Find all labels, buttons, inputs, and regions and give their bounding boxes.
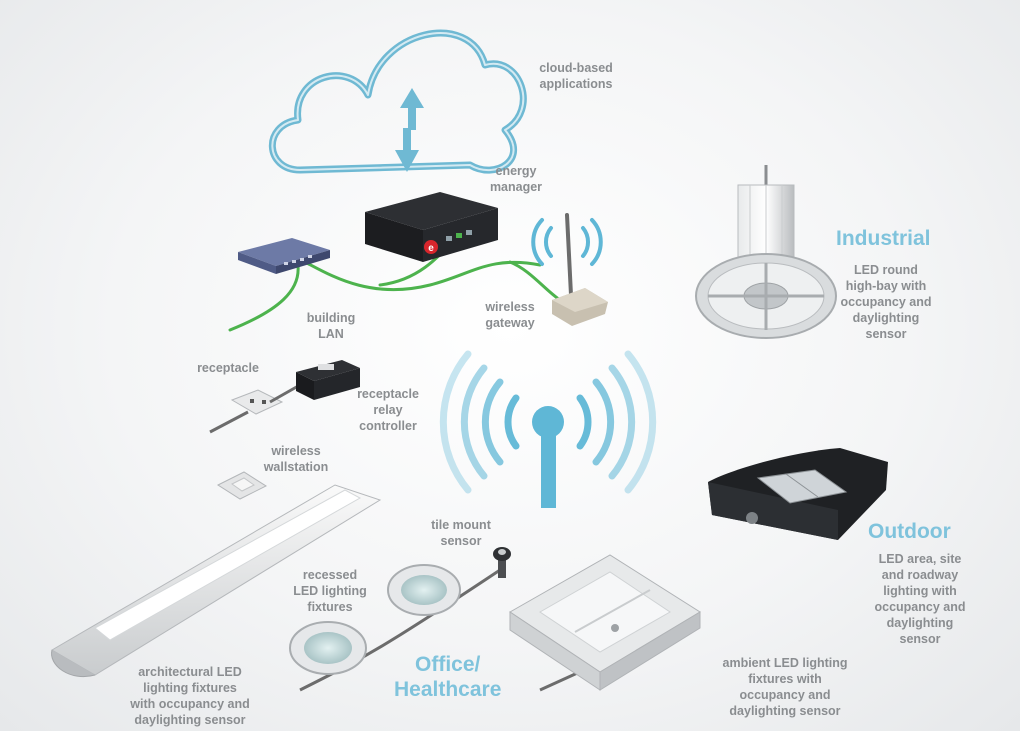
sync-arrow-icon <box>395 88 424 172</box>
receptacle-relay-label: receptacle relay controller <box>357 387 419 433</box>
recessed-fixture-icon <box>289 564 501 692</box>
industrial-description: LED round high-bay with occupancy and da… <box>840 263 932 341</box>
network-switch-icon <box>238 238 330 274</box>
ambient-troffer-icon <box>509 554 701 692</box>
tile-mount-sensor-icon <box>493 547 511 578</box>
linear-fixture-icon <box>51 484 382 677</box>
ambient-fixtures-label: ambient LED lighting fixtures with occup… <box>722 656 848 718</box>
wireless-wallstation-icon <box>216 471 268 500</box>
outdoor-description: LED area, site and roadway lighting with… <box>874 552 966 646</box>
cloud-icon <box>268 29 527 174</box>
building-lan-label: building LAN <box>306 311 356 341</box>
svg-text:e: e <box>428 243 434 254</box>
wireless-wallstation-label: wireless wallstation <box>263 444 329 474</box>
wireless-gateway-icon <box>531 213 608 326</box>
tile-mount-sensor-label: tile mount sensor <box>431 518 491 548</box>
wireless-gateway-label: wireless gateway <box>485 300 535 330</box>
area-light-fixture-icon <box>708 448 888 540</box>
relay-controller-icon <box>269 360 360 404</box>
receptacle-icon <box>209 389 284 434</box>
zone-outdoor: Outdoor <box>868 520 951 543</box>
energy-manager-icon: e <box>365 192 498 262</box>
zone-industrial: Industrial <box>836 227 931 250</box>
high-bay-fixture-icon <box>695 165 837 339</box>
cloud-label: cloud-based applications <box>539 61 613 91</box>
wireless-signal-icon <box>439 350 657 508</box>
zone-office-healthcare: Office/ Healthcare <box>394 653 502 701</box>
architectural-fixtures-label: architectural LED lighting fixtures with… <box>130 665 250 727</box>
receptacle-label: receptacle <box>197 361 259 375</box>
energy-manager-label: energy manager <box>489 164 543 194</box>
recessed-fixtures-label: recessed LED lighting fixtures <box>293 568 367 614</box>
